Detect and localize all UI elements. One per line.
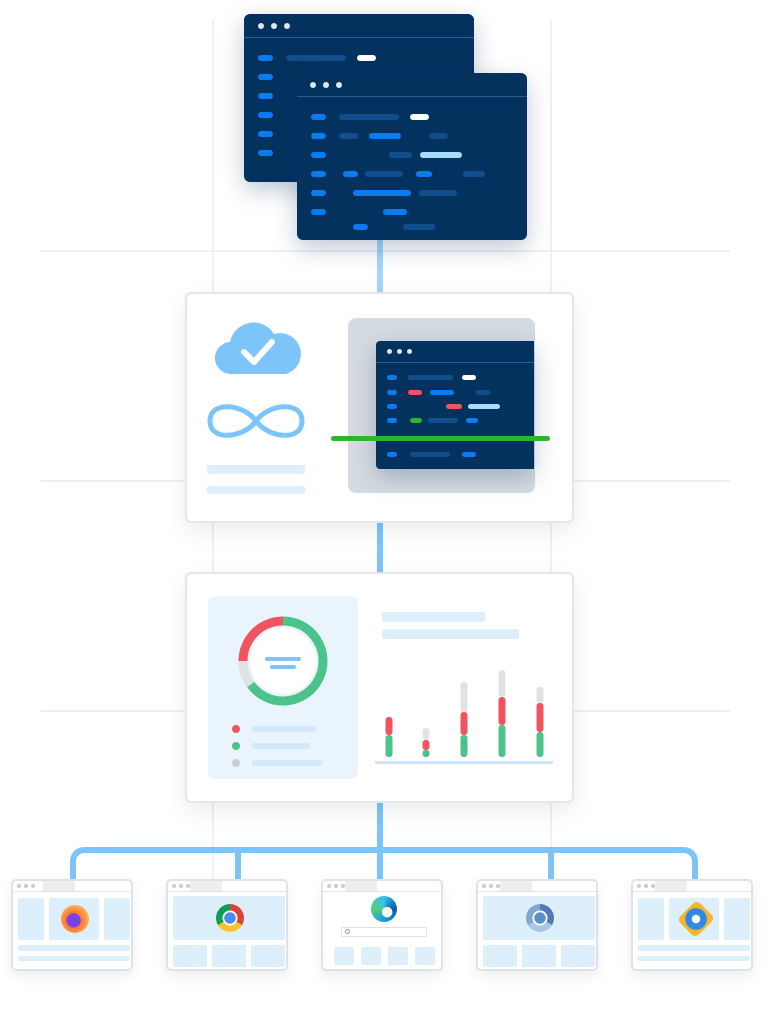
connector <box>377 522 383 574</box>
code-window-front <box>297 73 527 240</box>
legend-dot-pass <box>232 742 240 750</box>
donut-slice-pass <box>247 616 328 706</box>
legend-line <box>252 726 316 732</box>
edge-icon <box>371 896 397 922</box>
bar-pending-3 <box>460 682 468 712</box>
branch-connector <box>70 847 698 881</box>
bar-pass-4 <box>498 725 506 757</box>
grid-line <box>40 250 730 252</box>
bar-pending-2 <box>422 728 430 740</box>
stacked-bar-chart <box>375 670 553 764</box>
firefox-icon <box>61 905 89 933</box>
bar-fail-3 <box>460 712 468 735</box>
bar-pending-4 <box>498 670 506 697</box>
bar-fail-5 <box>536 703 544 732</box>
scanned-code-window <box>376 341 534 469</box>
browser-window-safari[interactable] <box>631 879 753 971</box>
legend-dot-fail <box>232 725 240 733</box>
legend-dot-pending <box>232 759 240 767</box>
browser-window-firefox[interactable] <box>11 879 133 971</box>
bar-pending-5 <box>536 687 544 703</box>
placeholder-line <box>207 465 305 474</box>
browser-window-chromium[interactable] <box>476 879 598 971</box>
bar-fail-2 <box>422 740 430 750</box>
connector <box>377 802 383 882</box>
donut-slice-fail <box>238 616 284 662</box>
bar-pass-5 <box>536 732 544 757</box>
filter-icon-line <box>270 665 296 669</box>
title-placeholder <box>382 612 485 622</box>
scan-line <box>331 436 550 441</box>
connector <box>377 238 383 294</box>
bar-pass-3 <box>460 735 468 757</box>
browser-window-edge[interactable] <box>321 879 443 971</box>
donut-slice-pending <box>238 660 255 688</box>
connector <box>548 850 554 880</box>
search-icon <box>345 929 350 934</box>
infinity-icon <box>207 404 305 438</box>
subtitle-placeholder <box>382 629 519 639</box>
legend-line <box>252 760 322 766</box>
chromium-icon <box>526 904 554 932</box>
x-axis-line <box>375 761 553 764</box>
filter-icon-line <box>265 657 301 661</box>
bar-fail-1 <box>385 717 393 735</box>
bar-pass-2 <box>422 750 430 757</box>
search-input[interactable] <box>341 927 427 937</box>
placeholder-line <box>207 486 305 494</box>
cloud-check-icon <box>214 322 301 375</box>
chrome-icon <box>216 904 244 932</box>
bar-fail-4 <box>498 697 506 725</box>
connector <box>235 850 241 880</box>
donut-chart <box>238 616 328 706</box>
bar-pass-1 <box>385 735 393 757</box>
browser-window-chrome[interactable] <box>166 879 288 971</box>
legend-line <box>252 743 310 749</box>
